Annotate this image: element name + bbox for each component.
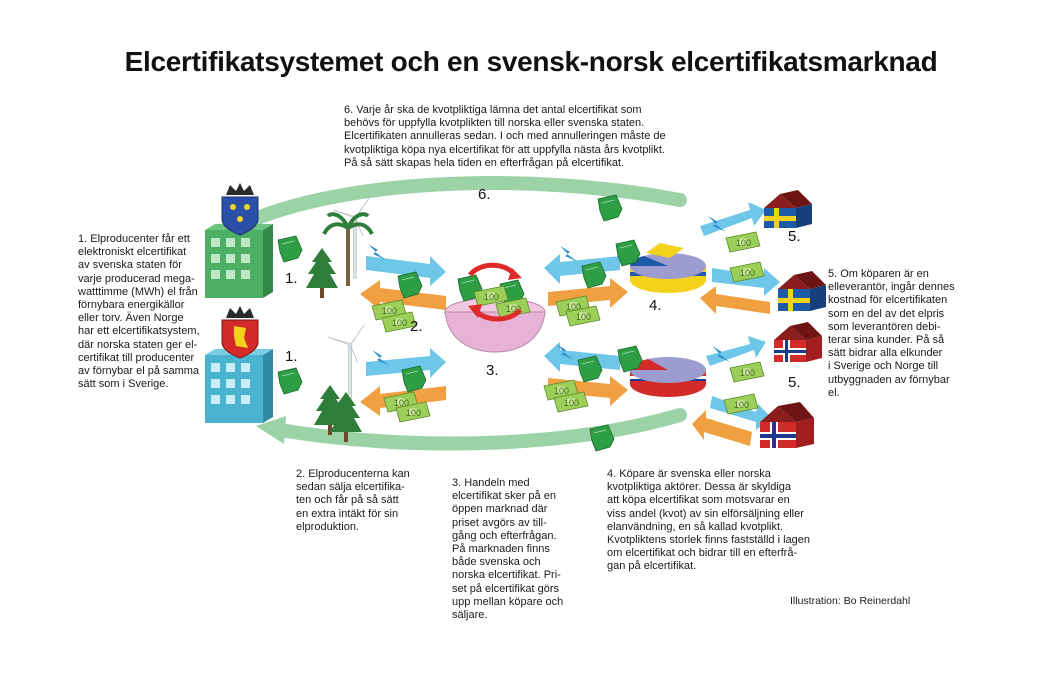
norwegian-producer — [205, 349, 273, 423]
step-number-4: 4. — [649, 297, 662, 314]
spruce-tree-icon — [306, 248, 338, 298]
market-bowl-icon — [444, 262, 546, 353]
step-number-5-top: 5. — [788, 228, 801, 245]
money-arrow-swedish-house-2 — [700, 286, 770, 314]
step-number-6: 6. — [478, 186, 491, 203]
step4-text: 4. Köpare är svenska eller norska kvotpl… — [607, 468, 810, 573]
electricity-arrow-swedish-house-1 — [700, 202, 766, 236]
norwegian-buyer-pie-icon — [630, 357, 706, 397]
electricity-arrow-bottom-producer — [366, 348, 446, 378]
certificate-icon — [277, 367, 303, 395]
swedish-producer — [205, 224, 273, 298]
swedish-house-icon — [764, 190, 812, 228]
step1-text: 1. Elproducenter får ett elektroniskt el… — [78, 233, 200, 391]
swedish-buyer-pie-icon — [630, 243, 706, 293]
norwegian-house-icon — [774, 322, 822, 362]
swedish-house-icon — [778, 271, 826, 311]
page-title: Elcertifikatsystemet och en svensk-norsk… — [124, 46, 938, 77]
cycle-arrow-bottom — [273, 408, 687, 451]
electricity-arrow-top-producer — [366, 244, 446, 286]
norwegian-house-icon — [760, 402, 814, 448]
step3-text: 3. Handeln med elcertifikat sker på en ö… — [452, 477, 564, 622]
step-number-2: 2. — [410, 318, 423, 335]
step6-text: 6. Varje år ska de kvotpliktiga lämna de… — [344, 104, 666, 169]
step-number-3: 3. — [486, 362, 499, 379]
cycle-arrow-top — [228, 176, 687, 235]
palm-tree-icon — [322, 212, 374, 288]
swedish-crown-shield-icon — [221, 183, 259, 236]
certificate-icon — [597, 194, 623, 222]
step-number-1-bottom: 1. — [285, 348, 298, 365]
electricity-arrow-swedish-house-2 — [712, 268, 780, 296]
illustration-credit: Illustration: Bo Reinerdahl — [790, 595, 911, 607]
certificate-icon — [277, 235, 303, 263]
banknote-icon — [725, 231, 761, 253]
electricity-arrow-bottom-buyer — [544, 342, 620, 372]
step-number-1-top: 1. — [285, 270, 298, 287]
money-arrow-norwegian-house-2 — [692, 410, 752, 446]
electricity-arrow-norwegian-house-1 — [706, 336, 766, 366]
step5-text: 5. Om köparen är en elleverantör, ingår … — [828, 268, 955, 399]
norwegian-lion-shield-icon — [221, 306, 259, 359]
step2-text: 2. Elproducenterna kan sedan sälja elcer… — [296, 468, 410, 533]
wind-turbine-icon — [332, 197, 370, 279]
electricity-arrow-top-buyer — [544, 246, 620, 284]
step-number-5-bottom: 5. — [788, 374, 801, 391]
banknote-icon — [729, 361, 765, 383]
